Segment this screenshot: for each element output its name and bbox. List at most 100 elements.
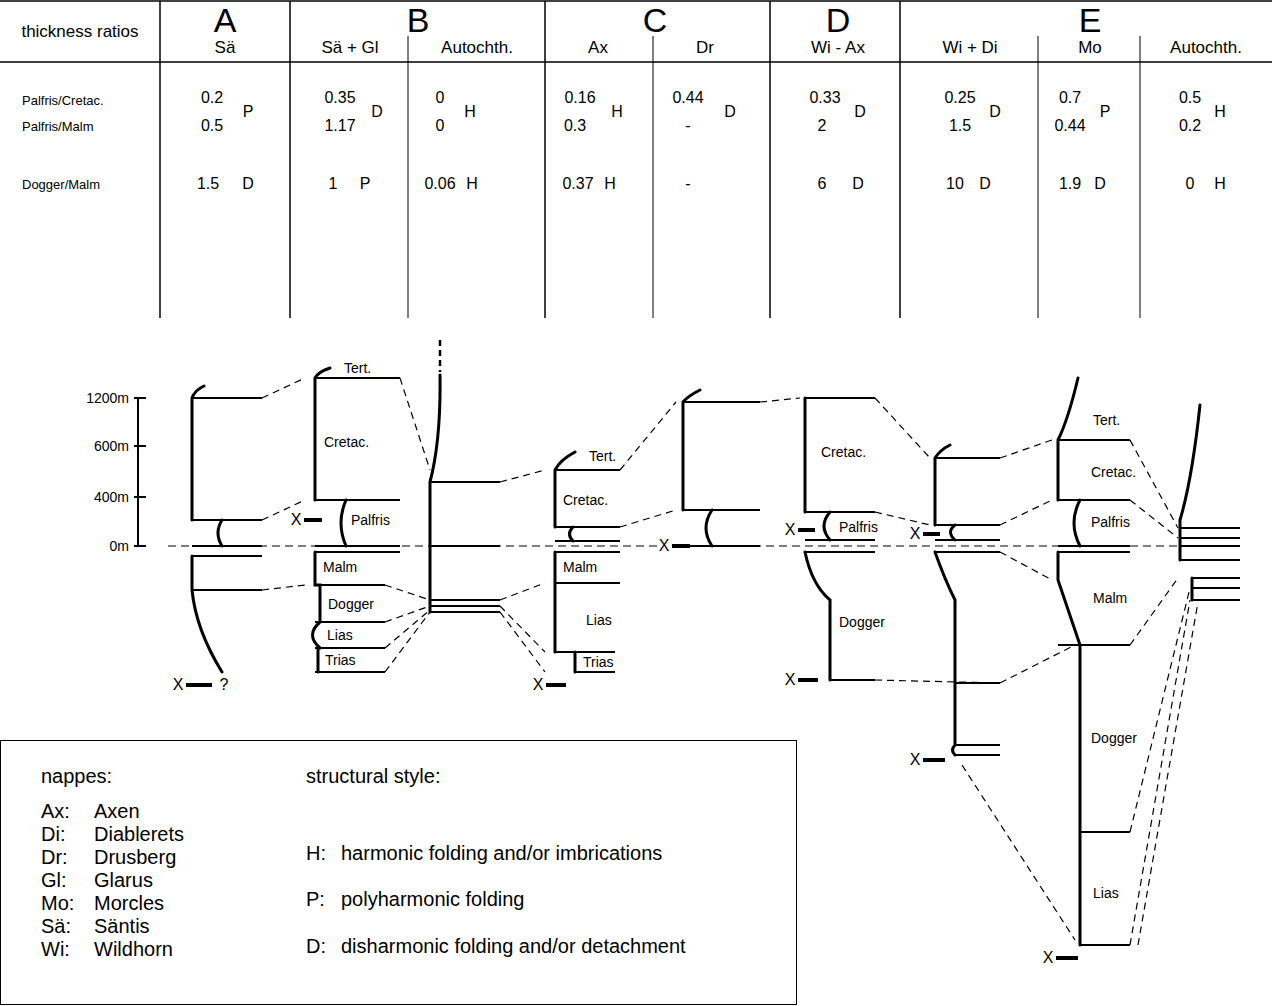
nappe-heading: Autochth. [1170, 39, 1242, 56]
nappe-heading: Sä + Gl [321, 39, 378, 56]
table-value: P [1100, 104, 1111, 120]
column-letter: B [407, 3, 430, 37]
legend-text: Säntis [94, 916, 150, 936]
ratio-row-label: Dogger/Malm [22, 178, 100, 191]
table-value: 1.17 [324, 118, 355, 134]
legend-text: P: [306, 889, 325, 909]
table-value: H [604, 176, 616, 192]
table-value: 0.3 [564, 118, 586, 134]
table-value: 10 [946, 176, 964, 192]
column-letter: A [214, 3, 237, 37]
legend-text: Wildhorn [94, 939, 173, 959]
legend-text: Diablerets [94, 824, 184, 844]
legend-text: structural style: [306, 766, 440, 786]
table-value: 0.2 [201, 90, 223, 106]
strata-label: ? [219, 677, 230, 693]
table-value: D [852, 176, 864, 192]
nappe-heading: Ax [588, 39, 608, 56]
column-letter: thickness ratios [15, 22, 145, 42]
strata-label: Tert. [588, 449, 617, 463]
strata-label: Cretac. [323, 435, 370, 449]
legend-box: nappes:Ax:AxenDi:DiableretsDr:DrusbergGl… [0, 740, 797, 1005]
strata-label: Trias [582, 655, 615, 669]
nappe-heading: Sä [215, 39, 236, 56]
table-value: D [979, 176, 991, 192]
strata-label: X [784, 522, 797, 538]
table-value: D [242, 176, 254, 192]
table-value: P [360, 176, 371, 192]
strata-label: X [784, 672, 797, 688]
table-value: D [989, 104, 1001, 120]
strata-label: X [1042, 950, 1055, 966]
strata-label: Dogger [838, 615, 886, 629]
nappe-heading: Wi + Di [942, 39, 997, 56]
table-value: - [685, 176, 690, 192]
legend-text: Gl: [41, 870, 67, 890]
strata-label: Lias [1092, 886, 1120, 900]
legend-text: harmonic folding and/or imbrications [341, 843, 662, 863]
table-value: 0 [1186, 176, 1195, 192]
ratio-row-label: Palfris/Malm [22, 120, 94, 133]
table-value: D [854, 104, 866, 120]
column-letter: C [643, 3, 668, 37]
strata-label: Lias [326, 628, 354, 642]
table-value: D [724, 104, 736, 120]
legend-text: Axen [94, 801, 140, 821]
nappe-heading: Mo [1078, 39, 1102, 56]
table-value: H [611, 104, 623, 120]
table-value: H [1214, 104, 1226, 120]
strata-label: Malm [562, 560, 598, 574]
strata-label: Palfris [838, 520, 879, 534]
table-value: 0.25 [944, 90, 975, 106]
table-value: 0.16 [564, 90, 595, 106]
table-value: 0.7 [1059, 90, 1081, 106]
strata-label: Cretac. [820, 445, 867, 459]
table-value: 0.5 [201, 118, 223, 134]
table-value: 1.5 [197, 176, 219, 192]
table-value: 0.06 [424, 176, 455, 192]
table-value: 6 [818, 176, 827, 192]
strata-label: X [532, 677, 545, 693]
table-value: 0.35 [324, 90, 355, 106]
table-value: 0.5 [1179, 90, 1201, 106]
legend-text: Dr: [41, 847, 68, 867]
legend-text: Mo: [41, 893, 74, 913]
strata-label: Cretac. [1090, 465, 1137, 479]
table-value: 0 [436, 118, 445, 134]
table-value: 1.9 [1059, 176, 1081, 192]
scale-label: 400m [93, 490, 130, 504]
scale-label: 600m [93, 439, 130, 453]
nappe-heading: Dr [696, 39, 714, 56]
strata-label: Trias [324, 653, 357, 667]
strata-label: X [909, 526, 922, 542]
legend-text: nappes: [41, 766, 112, 786]
legend-text: Drusberg [94, 847, 176, 867]
legend-text: H: [306, 843, 326, 863]
strata-label: Cretac. [562, 493, 609, 507]
legend-text: D: [306, 936, 326, 956]
ratio-row-label: Palfris/Cretac. [22, 94, 104, 107]
table-value: 0.2 [1179, 118, 1201, 134]
legend-text: disharmonic folding and/or detachment [341, 936, 686, 956]
table-value: 0 [436, 90, 445, 106]
table-value: 1.5 [949, 118, 971, 134]
strata-label: X [172, 677, 185, 693]
table-value: 0.37 [562, 176, 593, 192]
legend-text: Morcles [94, 893, 164, 913]
legend-text: Wi: [41, 939, 70, 959]
strata-label: Tert. [1092, 413, 1121, 427]
strata-label: Dogger [327, 597, 375, 611]
table-value: D [371, 104, 383, 120]
legend-text: Glarus [94, 870, 153, 890]
table-value: P [243, 104, 254, 120]
legend-text: Di: [41, 824, 65, 844]
table-value: H [464, 104, 476, 120]
scale-label: 0m [109, 539, 130, 553]
column-letter: E [1079, 3, 1102, 37]
table-value: 0.33 [809, 90, 840, 106]
table-value: - [685, 118, 690, 134]
table-value: 1 [329, 176, 338, 192]
strata-label: Palfris [350, 513, 391, 527]
strata-label: Tert. [343, 361, 372, 375]
